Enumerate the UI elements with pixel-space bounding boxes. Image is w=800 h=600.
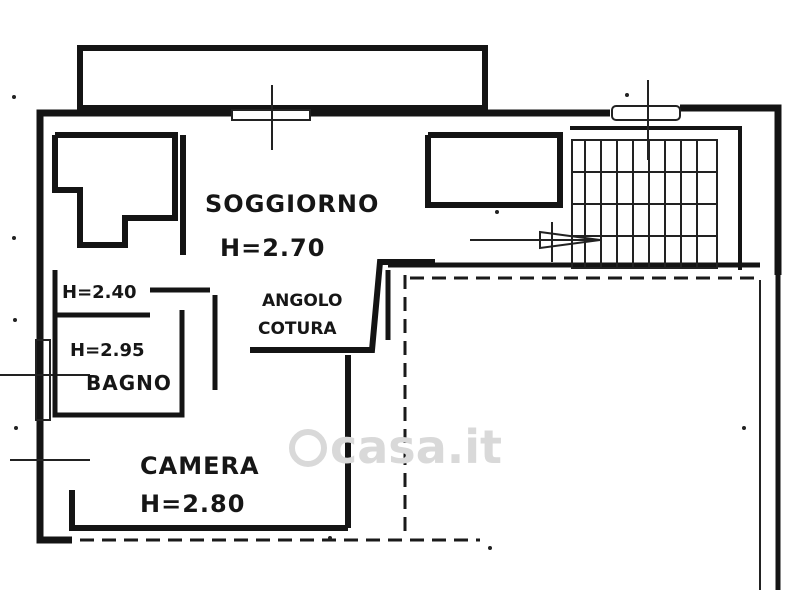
watermark: casa.it: [289, 420, 502, 474]
openings: [0, 80, 681, 461]
camera-height: H=2.80: [140, 490, 245, 518]
soggiorno-name: SOGGIORNO: [205, 190, 379, 218]
interior-walls: [52, 132, 760, 531]
bagno-height: H=2.95: [70, 340, 145, 361]
angolo-line1: ANGOLO: [262, 291, 342, 311]
bagno-name: BAGNO: [86, 371, 172, 395]
outer-walls: [36, 104, 782, 590]
soggiorno-height: H=2.70: [220, 234, 325, 262]
staircase: [470, 139, 718, 269]
watermark-text: casa.it: [330, 420, 502, 474]
balcony: [77, 45, 488, 111]
camera-name: CAMERA: [140, 452, 260, 480]
scan-specks: [12, 93, 746, 550]
angolo-line2: COTURA: [258, 319, 337, 339]
ripostiglio-height: H=2.40: [62, 282, 137, 303]
boundary-lines: [80, 275, 760, 542]
room-labels: SOGGIORNO H=2.70 ANGOLO COTURA H=2.40 H=…: [62, 190, 379, 518]
